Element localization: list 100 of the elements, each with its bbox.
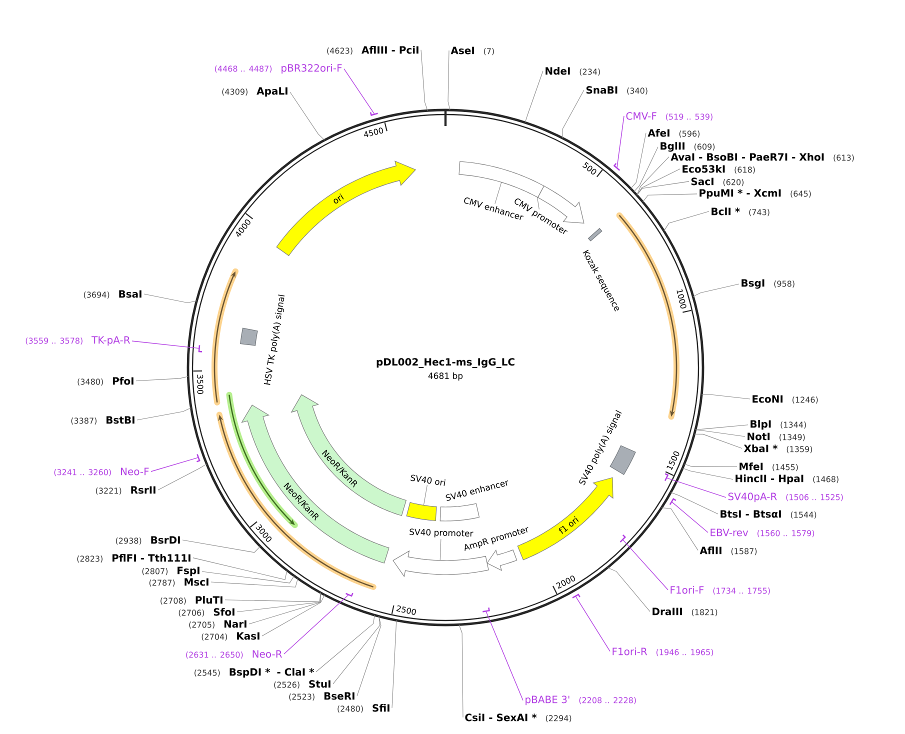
feature-label: HSV TK poly(A) signal <box>264 294 285 385</box>
position-label: (2708) <box>160 598 186 605</box>
leader-line <box>158 464 208 490</box>
enzyme-label: AseI <box>450 46 474 54</box>
enzyme-label: SacI <box>691 178 714 186</box>
leader-line <box>420 50 428 111</box>
primer-mark <box>196 454 200 462</box>
leader-line <box>236 592 321 612</box>
position-label: (2480) <box>338 706 363 713</box>
orf-marker <box>216 412 376 590</box>
leader-line <box>316 614 375 672</box>
enzyme-label: BspDI * <box>230 668 270 678</box>
enzyme-label: BtsI - BtsαI <box>720 510 781 518</box>
enzyme-label: MfeI <box>740 462 763 470</box>
position-label: (3387) <box>71 418 96 425</box>
enzyme-label: Eco53kI <box>682 165 725 173</box>
enzyme-label: EcoNI <box>752 395 783 403</box>
primer-mark <box>669 498 676 505</box>
primer-mark <box>370 112 378 116</box>
leader-line <box>136 376 188 382</box>
sequence-length: 4681 bp <box>428 372 463 381</box>
leader-line <box>210 578 298 588</box>
position-label: (1587) <box>731 548 757 556</box>
primer-mark <box>613 163 620 171</box>
primer-label: pBR322ori-F <box>282 64 342 74</box>
leader-line <box>672 502 708 533</box>
position-label: (1468) <box>813 476 838 484</box>
enzyme-label: BstBI <box>106 416 134 424</box>
leader-line <box>144 294 198 304</box>
position-label: (609) <box>694 144 715 151</box>
enzyme-label: SfoI <box>214 608 234 616</box>
primer-label: TK-pA-R <box>92 336 130 346</box>
leader-line <box>695 430 746 437</box>
primer-label: CMV-F <box>626 112 656 120</box>
leader-line <box>701 394 750 400</box>
position-label: (2526) <box>274 682 300 689</box>
leader-line <box>692 284 740 297</box>
leader-line <box>440 538 442 560</box>
leader-line <box>666 478 726 498</box>
position-label: (596) <box>679 130 700 138</box>
leader-line <box>616 116 624 168</box>
tick-label: 3500 <box>197 374 204 394</box>
position-label: (1946 .. 1965) <box>656 649 714 656</box>
primer-label: EBV-rev <box>710 528 748 536</box>
enzyme-label: PflFI - Tth111I <box>112 554 190 562</box>
tick-label: 2000 <box>556 576 575 589</box>
feature-box <box>458 161 544 198</box>
position-label: (1349) <box>780 434 805 442</box>
enzyme-label: - ClaI * <box>277 668 314 676</box>
enzyme-label: AfeI <box>648 128 670 137</box>
leader-line <box>664 211 710 232</box>
primer-mark <box>664 473 669 481</box>
position-label: (2938) <box>116 538 142 545</box>
map-title: pDL002_Hec1-ms_IgG_LC <box>376 358 514 368</box>
leader-line <box>262 594 325 636</box>
leader-line <box>562 90 584 138</box>
position-label: (1455) <box>772 464 798 472</box>
position-label: (1544) <box>790 512 816 519</box>
position-label: (958) <box>774 280 794 288</box>
primer-label: F1ori-F <box>670 586 704 594</box>
position-label: (2294) <box>546 715 572 722</box>
enzyme-label: NarI <box>224 620 246 628</box>
position-label: (7) <box>484 48 494 56</box>
position-label: (3221) <box>96 488 122 495</box>
enzyme-label: CsiI - SexAI * <box>465 714 537 722</box>
position-label: (519 .. 539) <box>666 114 712 121</box>
leader-line <box>182 540 261 553</box>
feature-label: SV40 ori <box>410 474 446 486</box>
position-label: (1506 .. 1525) <box>786 494 843 502</box>
primer-mark <box>482 608 490 612</box>
position-label: (1359) <box>786 446 812 454</box>
leader-line <box>150 457 199 472</box>
orf-marker <box>212 268 238 406</box>
leader-line <box>537 197 540 210</box>
position-label: (2208 .. 2228) <box>579 697 636 704</box>
leader-line <box>192 558 288 580</box>
leader-line <box>524 70 544 123</box>
leader-line <box>344 68 375 114</box>
leader-line <box>284 594 349 654</box>
leader-line <box>202 571 294 584</box>
leader-line <box>682 468 734 480</box>
position-label: (3694) <box>84 292 110 299</box>
position-label: (234) <box>580 68 600 76</box>
enzyme-label: KasI <box>237 632 260 640</box>
leader-line <box>224 592 321 602</box>
position-label: (4309) <box>222 88 248 96</box>
enzyme-label: BsgI <box>742 279 764 289</box>
primer-label: pBABE 3' <box>526 696 570 706</box>
leader-line <box>290 92 325 140</box>
enzyme-label: PpuMI * - XcmI <box>700 189 781 199</box>
leader-line <box>684 464 738 467</box>
enzyme-label: StuI <box>309 680 330 688</box>
leader-line <box>136 408 192 420</box>
position-label: (2631 .. 2650) <box>186 652 243 659</box>
enzyme-label: BlpI <box>750 420 771 430</box>
enzyme-label: NotI <box>748 432 770 440</box>
enzyme-label: SfiI <box>372 704 390 712</box>
leader-line <box>636 156 670 196</box>
enzyme-label: AvaI - BsoBI - PaeR7I - XhoI <box>670 153 824 161</box>
position-label: (613) <box>834 154 854 162</box>
